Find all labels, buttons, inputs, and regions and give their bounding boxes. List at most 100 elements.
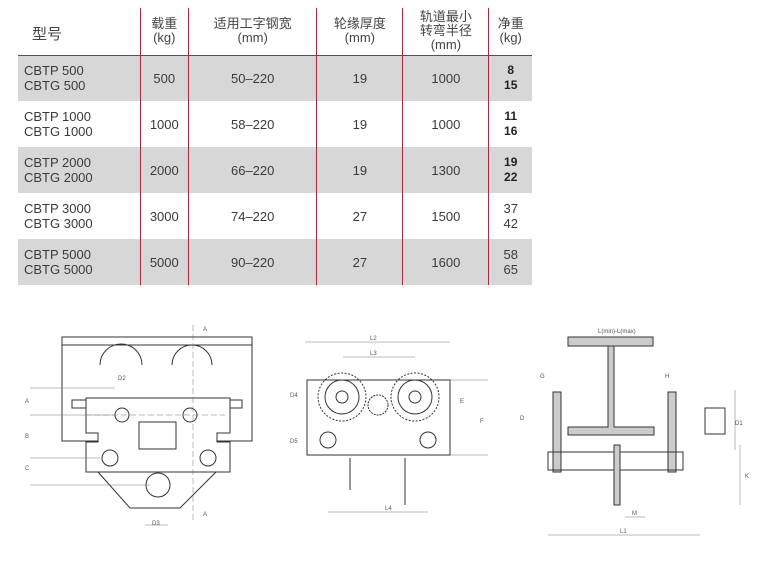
label-d: D xyxy=(520,416,525,422)
spec-table: 型号 载重(kg) 适用工字钢宽(mm) 轮缘厚度(mm) 轨道最小转弯半径(m… xyxy=(18,8,532,285)
label-d1: D1 xyxy=(735,421,743,427)
weight-g: 22 xyxy=(504,170,518,184)
label-d5: D5 xyxy=(290,439,298,445)
cell-flange: 27 xyxy=(316,239,403,285)
model-p: CBTP 500 xyxy=(24,63,84,79)
cell-beam-width: 90–220 xyxy=(188,239,317,285)
weight-p: 8 xyxy=(507,63,515,78)
model-p: CBTP 3000 xyxy=(24,201,91,216)
cell-load: 500 xyxy=(139,55,189,101)
model-g: CBTG 2000 xyxy=(24,170,93,185)
model-g: CBTG 5000 xyxy=(24,262,93,277)
header-weight-label: 净重 xyxy=(497,16,524,32)
cell-beam-width: 74–220 xyxy=(188,193,317,239)
label-h: H xyxy=(665,374,669,380)
table-header: 型号 载重(kg) 适用工字钢宽(mm) 轮缘厚度(mm) 轨道最小转弯半径(m… xyxy=(18,8,532,56)
cell-radius: 1300 xyxy=(402,147,489,193)
model-p: CBTP 1000 xyxy=(24,109,91,124)
label-l2: L2 xyxy=(370,336,377,342)
label-e: E xyxy=(460,399,464,405)
section-view-drawing: L(min)-L(max) G H D D1 K M L1 xyxy=(520,329,749,536)
header-load-unit: (kg) xyxy=(153,30,176,46)
label-a-top: A xyxy=(203,327,207,333)
weight-g: 15 xyxy=(504,78,518,93)
header-radius-label1: 轨道最小 xyxy=(419,9,472,25)
model-g: CBTG 1000 xyxy=(24,124,93,139)
model-p: CBTP 5000 xyxy=(24,247,91,262)
model-p: CBTP 2000 xyxy=(24,155,91,170)
side-view-drawing: L2 L3 D4 D5 E F L4 xyxy=(290,336,488,513)
label-a: A xyxy=(25,399,29,405)
weight-p: 37 xyxy=(503,201,518,216)
header-model: 型号 xyxy=(18,8,140,56)
header-beam-width-unit: (mm) xyxy=(237,30,268,46)
cell-flange: 27 xyxy=(316,193,403,239)
header-weight-unit: (kg) xyxy=(499,30,522,46)
weight-p: 19 xyxy=(504,155,518,169)
label-d2: D2 xyxy=(118,376,126,382)
technical-drawings: A A D2 D3 A B C L2 L3 D4 D5 E F L4 L(min… xyxy=(25,325,749,536)
cell-radius: 1000 xyxy=(402,101,489,147)
cell-radius: 1600 xyxy=(402,239,489,285)
header-weight: 净重(kg) xyxy=(488,8,532,56)
header-load-label: 载重 xyxy=(151,16,178,32)
header-radius-label2: 转弯半径 xyxy=(419,23,472,39)
weight-g: 42 xyxy=(503,216,518,231)
header-radius: 轨道最小转弯半径(mm) xyxy=(402,8,489,56)
weight-p: 11 xyxy=(504,109,518,123)
label-d3: D3 xyxy=(152,521,160,527)
cell-flange: 19 xyxy=(316,101,403,147)
header-flange-unit: (mm) xyxy=(344,30,375,46)
weight-g: 16 xyxy=(504,124,518,138)
label-lmin-lmax: L(min)-L(max) xyxy=(598,329,636,335)
header-beam-width-label: 适用工字钢宽 xyxy=(213,16,292,32)
label-k: K xyxy=(745,474,749,480)
cell-load: 1000 xyxy=(139,101,189,147)
label-b: B xyxy=(25,434,29,440)
label-a-bottom: A xyxy=(203,512,207,518)
model-g: CBTG 500 xyxy=(24,78,86,94)
header-flange-label: 轮缘厚度 xyxy=(333,16,386,32)
label-l4: L4 xyxy=(385,506,392,512)
cell-flange: 19 xyxy=(316,147,403,193)
label-l3: L3 xyxy=(370,351,377,357)
cell-radius: 1500 xyxy=(402,193,489,239)
cell-radius: 1000 xyxy=(402,55,489,101)
header-load: 载重(kg) xyxy=(139,8,189,56)
header-beam-width: 适用工字钢宽(mm) xyxy=(188,8,317,56)
cell-flange: 19 xyxy=(316,55,403,101)
label-d4: D4 xyxy=(290,393,298,399)
cell-beam-width: 50–220 xyxy=(188,55,317,101)
cell-load: 5000 xyxy=(139,239,189,285)
front-view-drawing: A A D2 D3 A B C xyxy=(25,325,253,527)
cell-beam-width: 58–220 xyxy=(188,101,317,147)
label-m: M xyxy=(632,511,637,517)
label-f: F xyxy=(480,419,484,425)
cell-load: 3000 xyxy=(139,193,189,239)
cell-load: 2000 xyxy=(139,147,189,193)
weight-g: 65 xyxy=(503,262,518,277)
header-flange: 轮缘厚度(mm) xyxy=(316,8,403,56)
model-g: CBTG 3000 xyxy=(24,216,93,231)
label-c: C xyxy=(25,466,30,472)
label-g: G xyxy=(540,374,545,380)
weight-p: 58 xyxy=(503,247,518,262)
label-l1: L1 xyxy=(620,529,627,535)
cell-beam-width: 66–220 xyxy=(188,147,317,193)
header-radius-unit: (mm) xyxy=(430,37,462,53)
